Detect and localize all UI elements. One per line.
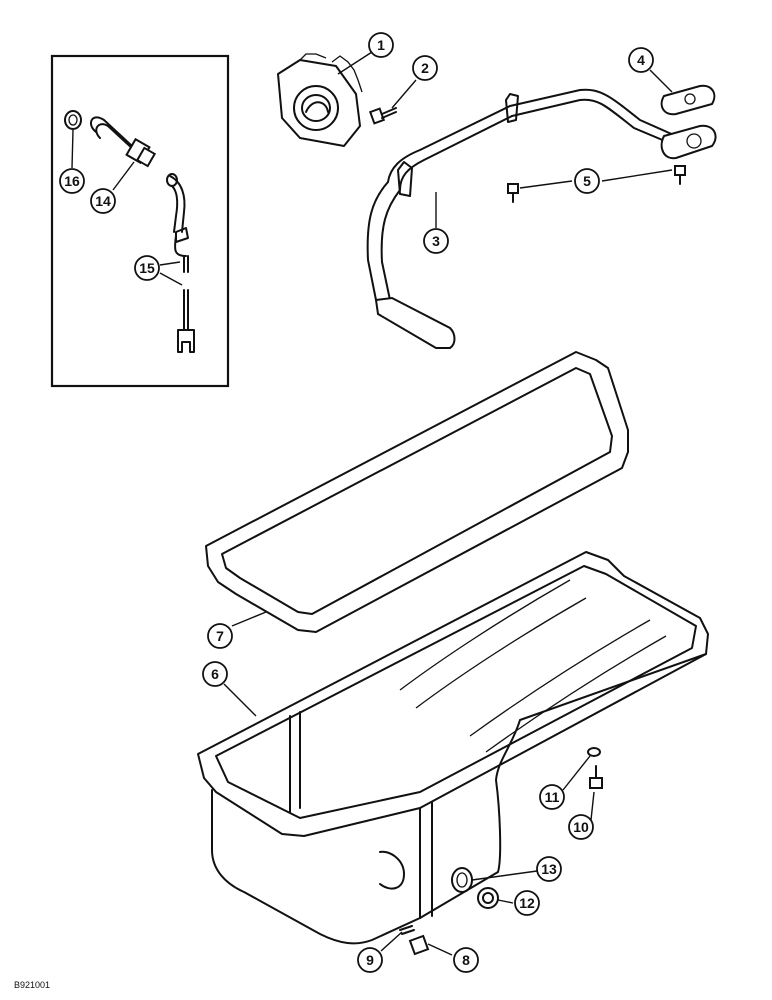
callout-11: 11 [539,784,565,810]
drain-seal-13 [451,867,473,893]
callout-5: 5 [574,168,600,194]
dipstick-inset [50,54,230,388]
callout-label: 7 [216,628,224,644]
drain-washer-9 [399,925,415,935]
callout-16: 16 [59,168,85,194]
oil-pan [197,551,709,945]
callout-label: 5 [583,173,591,189]
callout-label: 6 [211,666,219,682]
callout-label: 16 [64,173,80,189]
inset-frame [50,54,230,388]
callout-8: 8 [453,947,479,973]
callout-15: 15 [134,255,160,281]
callout-label: 3 [432,233,440,249]
callout-label: 4 [637,52,645,68]
oil-pump [277,53,363,147]
callout-label: 2 [421,60,429,76]
callout-13: 13 [536,856,562,882]
callout-6: 6 [202,661,228,687]
callout-label: 15 [139,260,155,276]
pan-bolt-10 [589,765,603,789]
dipstick-handle [89,116,157,168]
callout-label: 12 [519,895,535,911]
callout-9: 9 [357,947,383,973]
callout-label: 9 [366,952,374,968]
pickup-bolts [507,165,686,203]
callout-14: 14 [90,188,116,214]
leader-lines [71,51,673,956]
callout-12: 12 [514,890,540,916]
pan-washer-11 [587,747,601,757]
oil-pickup-tube [366,88,717,349]
dipstick-seal-ring [64,110,82,130]
callout-label: 1 [377,37,385,53]
callout-label: 8 [462,952,470,968]
callout-10: 10 [568,814,594,840]
callout-4: 4 [628,47,654,73]
pickup-gasket [660,84,716,116]
callout-label: 13 [541,861,557,877]
callout-label: 14 [95,193,111,209]
dipstick-tube [166,173,189,257]
callouts: 1 2 3 4 5 6 7 8 9 10 11 12 13 14 15 16 [59,32,654,973]
callout-1: 1 [368,32,394,58]
drain-plug-12 [477,887,499,909]
callout-3: 3 [423,228,449,254]
callout-7: 7 [207,623,233,649]
figure-id: B921001 [14,980,50,990]
dipstick-blade [177,255,195,353]
drain-plug-8 [408,934,430,956]
callout-label: 10 [573,819,589,835]
callout-label: 11 [545,789,560,805]
pump-bolt [368,107,397,125]
callout-2: 2 [412,55,438,81]
oil-pan-gasket [205,351,629,633]
